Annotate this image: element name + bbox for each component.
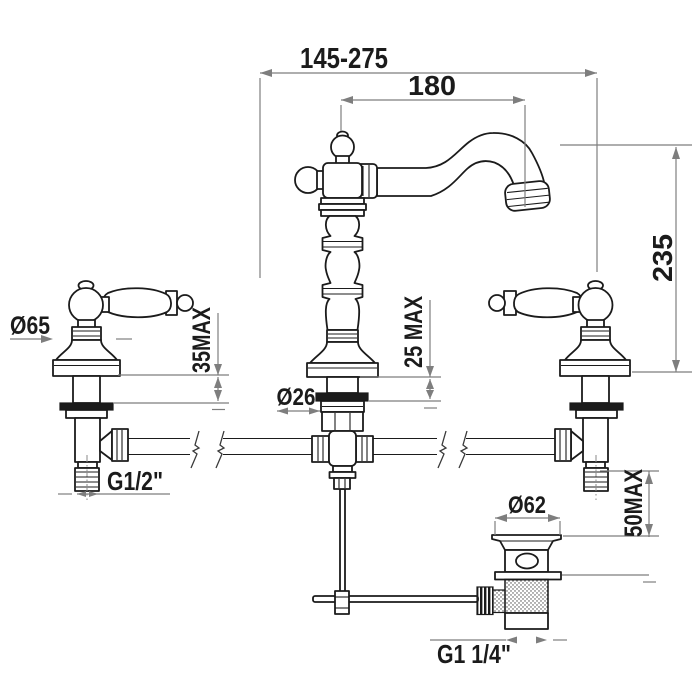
pop-up-waste [476,534,562,630]
dim-waste-clamp-label: 50MAX [620,469,648,537]
right-lever-grip [513,287,584,319]
waste-knurled-nut [476,586,494,616]
supply-pipe-right [373,430,555,469]
dimension-waste-flange: Ø62 [494,492,561,535]
dim-inlet-thread-label: G1/2" [107,466,163,496]
pipe-break-icon [437,430,448,469]
right-shank [581,375,610,404]
dimension-body-clamp: 25 MAX [360,296,441,409]
dimension-handle-clamp: 35MAX [114,307,229,411]
right-lever-end-ball [488,294,506,312]
pipe-break-icon [190,430,201,469]
dimension-width-range: 145-275 [259,43,598,278]
left-locknut [65,409,108,419]
dimension-inlet-thread: G1/2" [58,466,170,497]
tee-connector [311,430,374,490]
left-shank [72,375,101,404]
dimension-handle-flange: Ø65 [10,312,132,343]
left-lever-grip [101,287,172,319]
spout-outline [376,132,546,197]
finial-ball [330,134,355,160]
dim-height-label: 235 [647,234,678,282]
center-escutcheon [306,329,379,378]
supply-pipe-left [128,430,313,469]
dimension-spout-reach: 180 [340,70,526,207]
dim-waste-thread-label: G1 1/4" [437,639,511,669]
waste-overflow-hole [515,552,539,570]
mixer-body [322,162,363,199]
left-washer [59,402,114,411]
left-handle-ball [68,287,104,323]
rod-nut [333,477,351,490]
rod-connector [334,590,350,615]
dim-shank-diameter-label: Ø26 [277,384,316,411]
spout-aerator [504,180,551,212]
baluster-column [321,215,364,331]
dimensions: 145-275 180 235 Ø65 [10,43,692,669]
left-handle-assembly [52,280,194,500]
center-shank [326,376,359,394]
center-hex-nut [321,411,364,432]
left-outlet-nut [111,428,129,462]
pop-up-rod [312,488,479,615]
dim-body-clamp-label: 25 MAX [400,296,428,368]
waste-deck-plate [494,571,562,581]
dimension-waste-thread: G1 1/4" [430,636,567,669]
right-escutcheon [559,326,631,377]
dimension-waste-clamp: 50MAX [562,469,659,583]
right-handle-assembly [488,280,631,500]
pipe-break-icon [215,430,226,469]
right-outlet-nut [554,428,572,462]
right-handle-ball [577,287,614,323]
pipe-break-icon [458,430,469,469]
waste-bottom-tube [504,612,549,630]
dimension-shank-diameter: Ø26 [277,384,320,415]
dimension-height: 235 [560,144,692,373]
waste-flange [491,534,562,551]
dim-waste-flange-label: Ø62 [508,492,546,519]
waste-threaded-body [504,578,549,614]
right-washer [569,402,624,411]
mixer-column [294,130,551,490]
dim-handle-flange-label: Ø65 [10,312,50,340]
center-washer [315,392,369,402]
dim-width-range-label: 145-275 [300,43,388,75]
left-lever-end-ball [176,294,194,312]
dim-handle-clamp-label: 35MAX [188,307,216,373]
right-locknut [575,409,618,419]
dim-spout-reach-label: 180 [408,70,456,101]
left-escutcheon [52,326,121,377]
